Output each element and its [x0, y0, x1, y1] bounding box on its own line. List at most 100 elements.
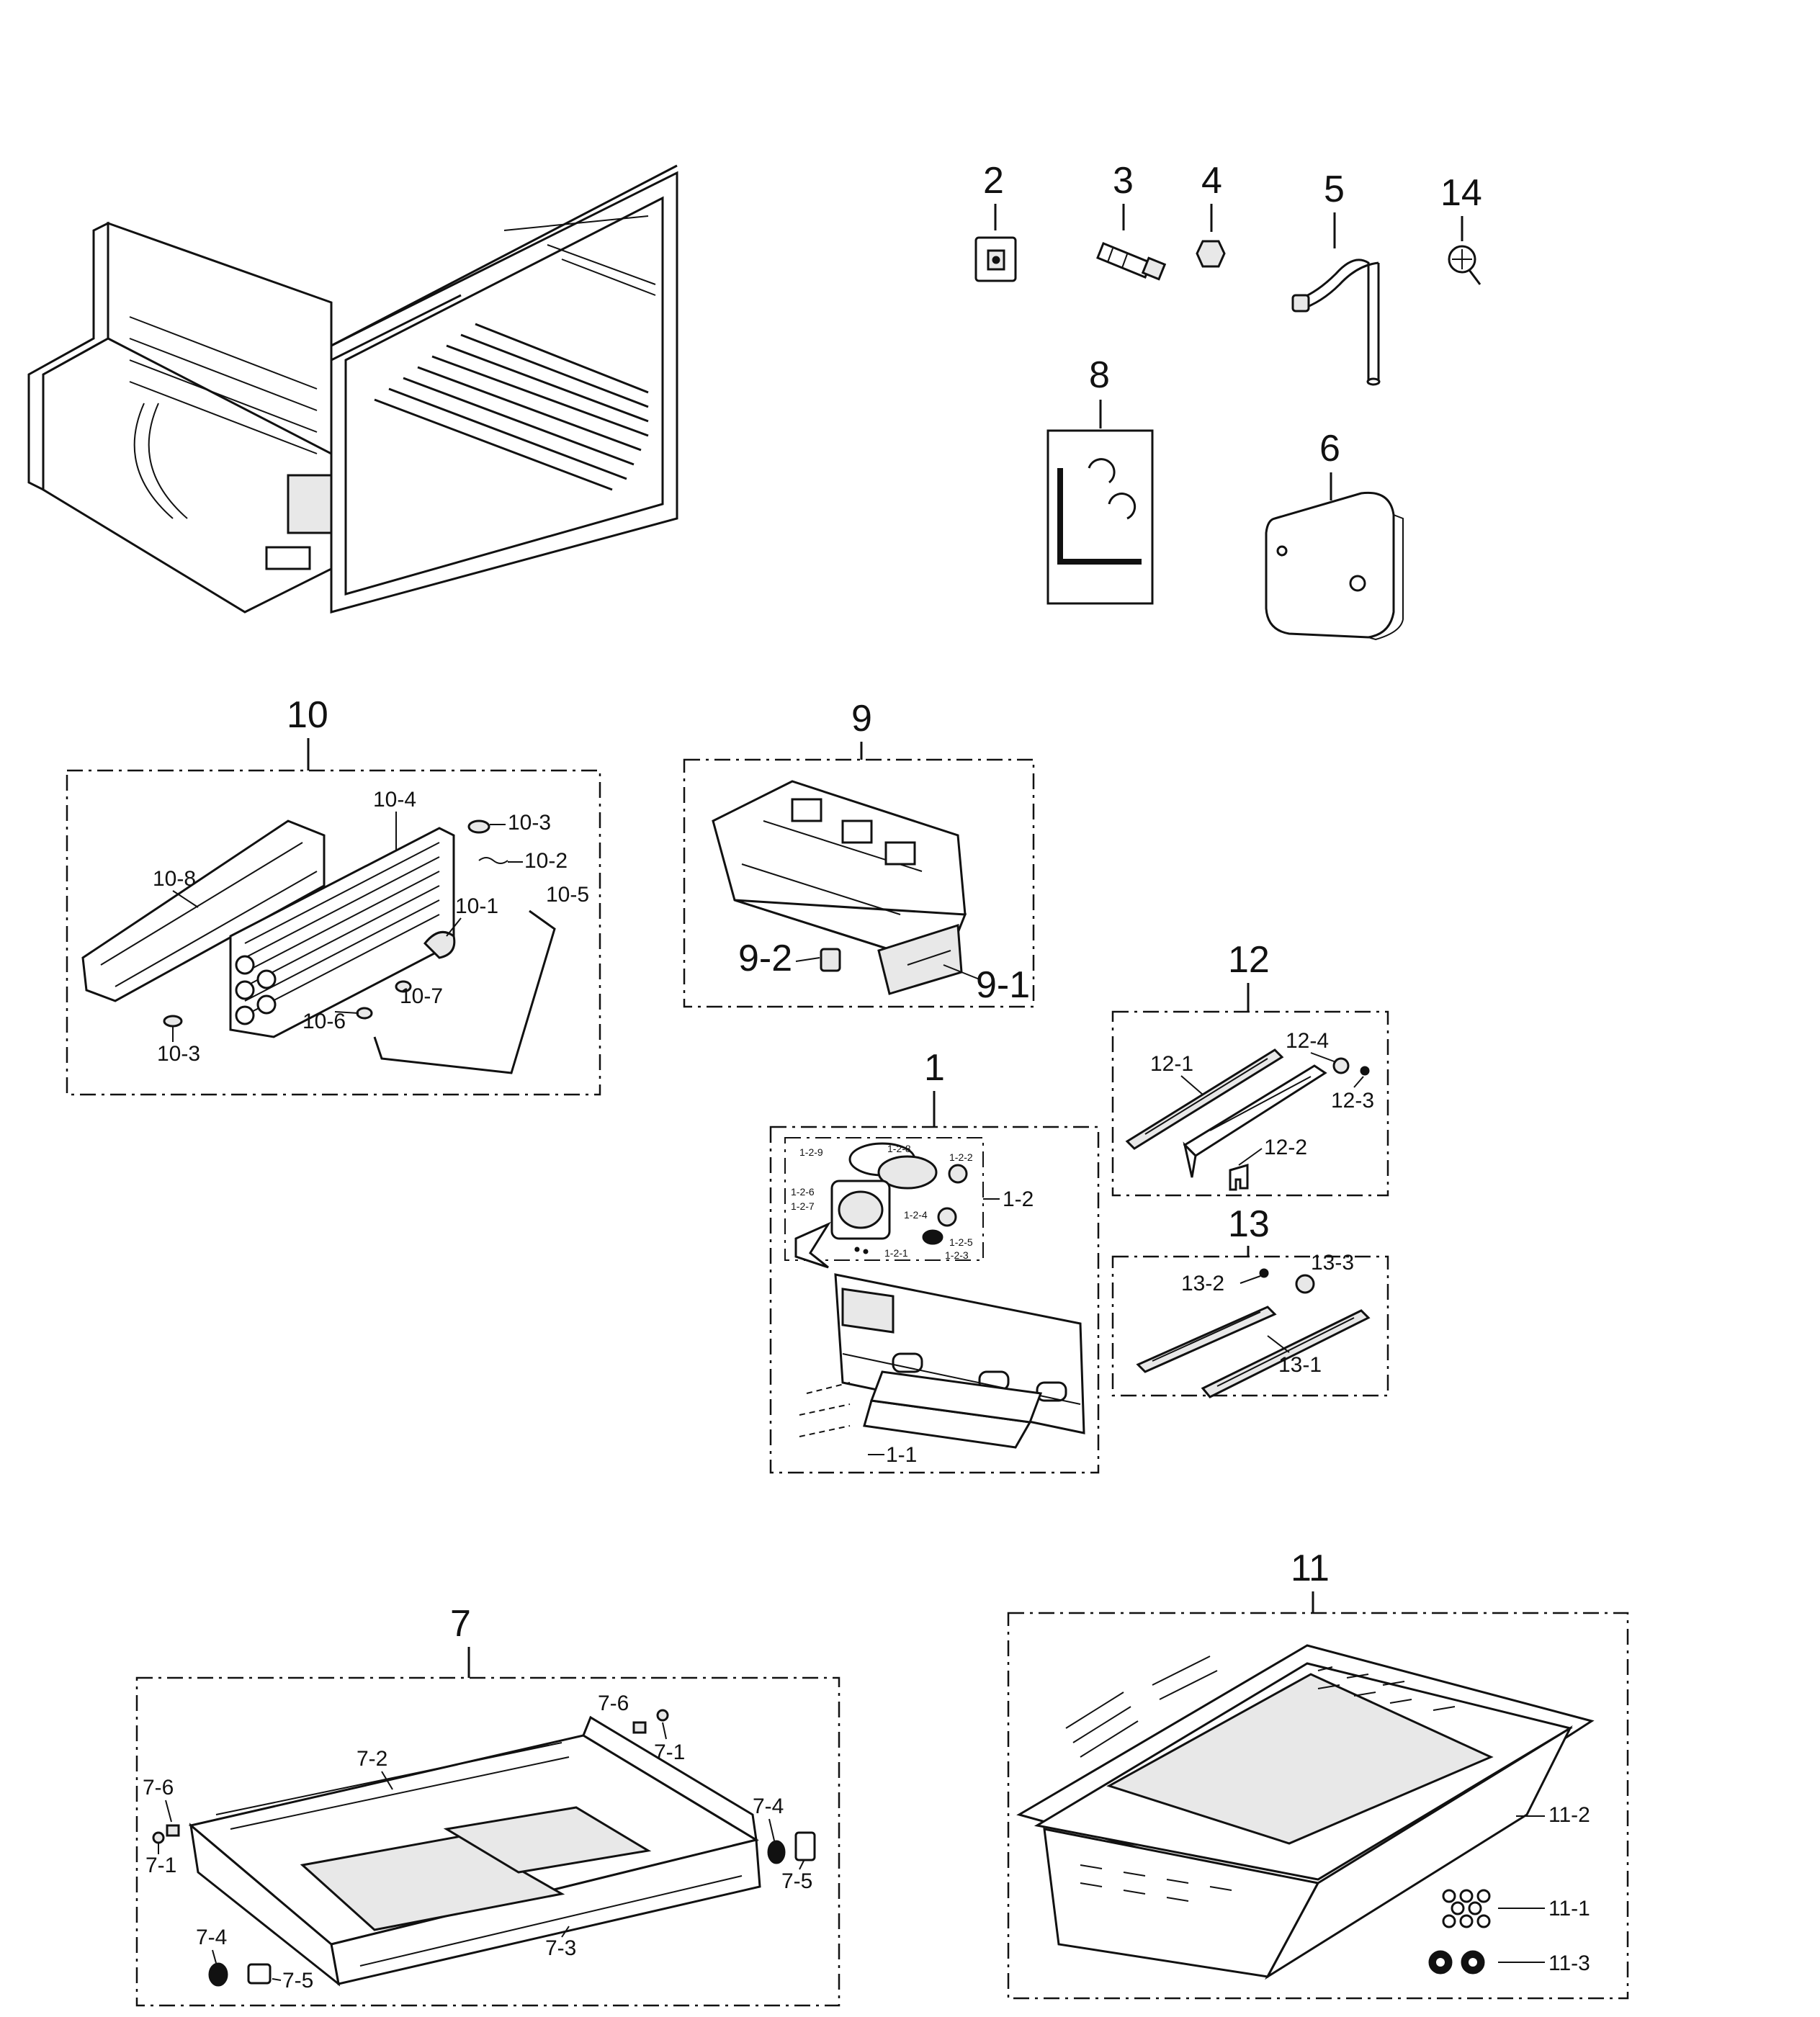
- label-7-6-left: 7-6: [143, 1776, 174, 1800]
- cap-7-1-left: [152, 1831, 165, 1844]
- callout-4: 4: [1201, 160, 1222, 202]
- assembly-13-group: 13 13-2 13-3 13-1: [1111, 1203, 1389, 1398]
- label-7-5-right: 7-5: [781, 1869, 812, 1893]
- drain-duct-1-1: [863, 1370, 1043, 1449]
- bracket-clip-part: [974, 236, 1017, 282]
- assembly-7-group: 7 7-6 7-1 7-2 7-6 7-1 7-4: [135, 1603, 840, 2007]
- rail-12-1: [1125, 1048, 1284, 1150]
- label-13-1: 13-1: [1278, 1353, 1322, 1377]
- assembly-13-box: [1111, 1255, 1389, 1397]
- tube-part: [1291, 259, 1381, 386]
- roller-7-4-right: [767, 1840, 786, 1864]
- ice-maker-9: [712, 780, 967, 995]
- cabinet-drawing: [27, 164, 678, 614]
- part-6-group: 6: [1265, 428, 1404, 641]
- guide-7-6-right: [632, 1721, 647, 1734]
- callout-10: 10: [287, 694, 328, 736]
- assembly-10-group: 10: [66, 694, 601, 1096]
- stopper-7-5-bottom: [247, 1963, 272, 1985]
- part-3-group: 3: [1096, 160, 1167, 281]
- callout-9: 9: [851, 698, 872, 740]
- part-2-group: 2: [974, 160, 1017, 282]
- label-10-4: 10-4: [373, 788, 416, 812]
- screw-13-2: [1259, 1268, 1269, 1278]
- label-1-2: 1-2: [1003, 1187, 1034, 1211]
- label-1-2-4: 1-2-4: [904, 1209, 928, 1221]
- label-7-2: 7-2: [357, 1747, 387, 1771]
- label-9-2: 9-2: [738, 938, 792, 979]
- slide-rail-13-1: [1136, 1306, 1371, 1398]
- label-10-3-top: 10-3: [508, 811, 551, 835]
- drawer-tray-7: [188, 1715, 761, 1987]
- assembly-11-group: 11: [1007, 1547, 1629, 2000]
- screw-12-3: [1360, 1066, 1370, 1076]
- label-13-2: 13-2: [1181, 1272, 1224, 1295]
- basket-11-2: [1016, 1644, 1595, 1980]
- label-1-2-9: 1-2-9: [799, 1146, 823, 1158]
- screw-part: [1448, 245, 1481, 285]
- label-10-6: 10-6: [302, 1010, 346, 1033]
- label-1-2-3: 1-2-3: [945, 1249, 969, 1261]
- duct-cover-10-8: [81, 819, 326, 1002]
- label-1-1: 1-1: [886, 1443, 917, 1467]
- callout-6: 6: [1319, 428, 1340, 470]
- rail-cover-12-2: [1183, 1064, 1327, 1178]
- label-11-2: 11-2: [1548, 1803, 1590, 1827]
- label-1-2-5: 1-2-5: [949, 1236, 973, 1248]
- label-1-2-6: 1-2-6: [791, 1186, 815, 1198]
- part-4-group: 4: [1196, 160, 1226, 268]
- part-5-group: 5: [1291, 169, 1381, 386]
- roller-13-3: [1295, 1274, 1315, 1294]
- part-8-group: 8: [1046, 354, 1154, 605]
- label-7-3: 7-3: [545, 1936, 576, 1960]
- switch-9-2: [820, 948, 841, 972]
- label-10-2: 10-2: [524, 849, 568, 873]
- subassembly-1-2-box: [784, 1137, 984, 1261]
- bushing-12-4: [1332, 1057, 1350, 1074]
- label-1-2-2: 1-2-2: [949, 1151, 973, 1163]
- callout-12: 12: [1228, 939, 1270, 981]
- clip-12-2: [1229, 1164, 1249, 1191]
- label-12-2: 12-2: [1264, 1136, 1307, 1159]
- callout-5: 5: [1324, 169, 1345, 210]
- clips-11-1: [1442, 1889, 1491, 1928]
- roller-7-4-bottom: [208, 1962, 228, 1987]
- callout-13: 13: [1228, 1203, 1270, 1245]
- callout-14: 14: [1440, 172, 1482, 214]
- assembly-9-group: 9 9-2 9-1: [683, 698, 1035, 1008]
- callout-7: 7: [450, 1603, 471, 1645]
- callout-1: 1: [924, 1047, 945, 1089]
- label-1-2-7: 1-2-7: [791, 1200, 815, 1212]
- callout-8: 8: [1089, 354, 1110, 396]
- label-11-1: 11-1: [1548, 1897, 1590, 1921]
- label-1-2-8: 1-2-8: [887, 1143, 911, 1154]
- label-12-4: 12-4: [1286, 1029, 1329, 1053]
- assembly-10-box: [66, 769, 601, 1096]
- label-1-2-1: 1-2-1: [884, 1247, 908, 1259]
- label-7-1-right: 7-1: [654, 1740, 685, 1764]
- valve-fitting-part: [1096, 242, 1167, 281]
- label-10-7: 10-7: [400, 984, 443, 1008]
- assembly-9-box: [683, 758, 1035, 1008]
- assembly-12-box: [1111, 1010, 1389, 1197]
- assembly-12-group: 12 12-1 12-4 12-3 12-2: [1111, 939, 1389, 1197]
- label-12-3: 12-3: [1331, 1089, 1374, 1113]
- label-7-5-bottom: 7-5: [282, 1969, 313, 1993]
- assembly-1-group: 1 1-2-9 1-2-8 1-2-2 1-2-6 1-2-7 1-2-4 1-…: [769, 1047, 1100, 1474]
- label-11-3: 11-3: [1548, 1951, 1590, 1975]
- label-10-5: 10-5: [546, 883, 589, 907]
- label-10-3-bottom: 10-3: [157, 1042, 200, 1066]
- callout-11: 11: [1291, 1547, 1330, 1589]
- label-13-3: 13-3: [1311, 1251, 1354, 1275]
- callout-3: 3: [1113, 160, 1134, 202]
- label-9-1: 9-1: [976, 964, 1030, 1006]
- stopper-7-5-right: [794, 1831, 816, 1861]
- hardware-kit-bag: [1046, 429, 1154, 605]
- label-7-1-left: 7-1: [145, 1854, 176, 1877]
- label-7-4-right: 7-4: [753, 1794, 784, 1818]
- guide-7-6-left: [166, 1824, 180, 1837]
- assembly-1-box: [769, 1126, 1100, 1474]
- label-12-1: 12-1: [1150, 1052, 1193, 1076]
- label-10-8: 10-8: [153, 867, 196, 891]
